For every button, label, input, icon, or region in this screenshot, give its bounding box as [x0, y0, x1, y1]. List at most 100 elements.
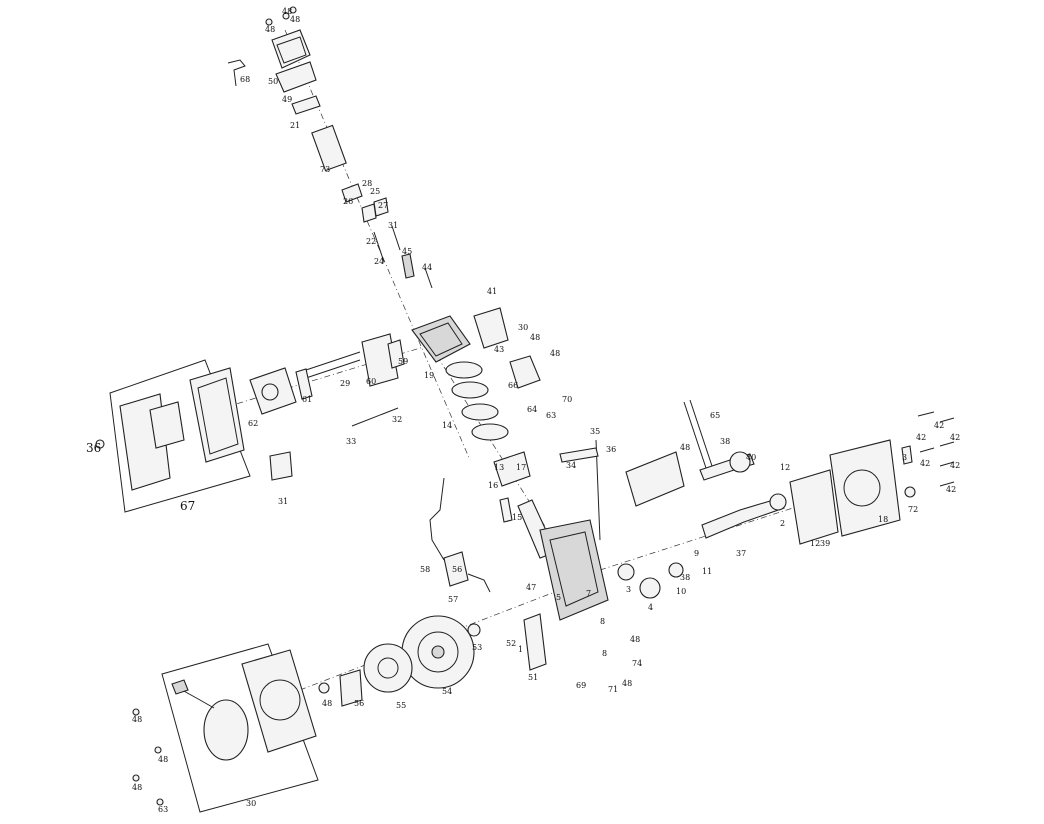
wire-clip	[509, 355, 541, 389]
callout-label: 64	[527, 405, 537, 414]
recoil-housing	[241, 649, 317, 753]
stud-bolt	[424, 267, 433, 289]
long-stud-2	[299, 359, 361, 381]
governor-plate	[625, 451, 685, 507]
air-filter-outline	[109, 359, 251, 513]
rocker-arm-set	[311, 124, 347, 172]
callout-label: 42	[920, 459, 930, 468]
callout-label: 21	[290, 121, 300, 130]
callout-label: 48	[622, 679, 632, 688]
piston-ring-1	[445, 361, 483, 379]
starter-pulley	[339, 669, 363, 707]
cover-bolts	[904, 411, 955, 498]
callout-label: 13	[494, 463, 504, 472]
governor-gear	[639, 577, 661, 599]
callout-label: 57	[448, 595, 458, 604]
callout-label: 28	[362, 179, 372, 188]
bolt-top-1	[265, 18, 273, 26]
callout-label: 33	[346, 437, 356, 446]
ignition-coil	[443, 551, 469, 587]
callout-label: 45	[402, 247, 412, 256]
callout-label: 17	[516, 463, 526, 472]
assembly-axes	[199, 29, 881, 691]
callout-label: 12	[780, 463, 790, 472]
breather-tube	[227, 59, 246, 87]
piston-ring-3	[461, 403, 499, 421]
callout-label: 8	[602, 649, 607, 658]
callout-label: 22	[366, 237, 376, 246]
callout-label: 58	[420, 565, 430, 574]
callout-label: 31	[388, 221, 398, 230]
screw-1	[132, 708, 140, 716]
insulator	[387, 339, 405, 369]
callout-label: 49	[282, 95, 292, 104]
callout-labels: 48 48 48 50 49 68 21 73 26 28 25 27 31 2…	[86, 7, 960, 814]
callout-label: 10	[676, 587, 686, 596]
callout-label: 62	[248, 419, 258, 428]
cooling-fan	[363, 643, 413, 693]
rocker-bracket	[341, 183, 363, 203]
cover-gasket	[789, 469, 839, 545]
recoil-handle	[171, 679, 189, 695]
cam-gear	[729, 451, 751, 473]
recoil-cover	[203, 699, 249, 761]
oil-seal-left	[617, 563, 635, 581]
air-filter-assembly	[95, 359, 251, 513]
callout-label: 18	[878, 515, 888, 524]
callout-label: 63	[158, 805, 168, 814]
callout-label: 59	[398, 357, 408, 366]
callout-label: 19	[424, 371, 434, 380]
callout-label: 30	[518, 323, 528, 332]
callout-label: 53	[472, 643, 482, 652]
callout-label: 60	[366, 377, 376, 386]
callout-label: 63	[546, 411, 556, 420]
callout-label: 32	[392, 415, 402, 424]
push-rod-1	[689, 399, 713, 467]
stop-wire	[467, 573, 491, 593]
callout-label: 48	[265, 25, 275, 34]
air-filter-element	[149, 401, 185, 449]
callout-label: 61	[302, 395, 312, 404]
piston	[493, 451, 531, 487]
ignition-wire	[429, 477, 445, 561]
recoil-rope	[181, 689, 215, 709]
callout-label: 42	[950, 461, 960, 470]
callout-label: 72	[908, 505, 918, 514]
breather-plate	[291, 95, 321, 115]
callout-label: 48	[282, 7, 292, 16]
valve-spring-1	[361, 203, 377, 223]
callout-label: 37	[736, 549, 746, 558]
callout-label: 68	[240, 75, 250, 84]
head-gasket	[473, 307, 509, 349]
air-filter-case	[189, 367, 245, 463]
callout-label: 42	[946, 485, 956, 494]
spark-plug	[401, 253, 415, 279]
callout-label: 48	[630, 635, 640, 644]
callout-label: 36	[606, 445, 616, 454]
callout-label: 30	[246, 799, 256, 808]
carburetor-gasket	[295, 368, 313, 400]
callout-label: 35	[590, 427, 600, 436]
callout-label: 54	[442, 687, 452, 696]
callout-label: 51	[528, 673, 538, 682]
screw-2	[154, 746, 162, 754]
callout-label: 38	[720, 437, 730, 446]
callout-label: 48	[550, 349, 560, 358]
callout-label: 15	[512, 513, 522, 522]
callout-label: 1	[518, 645, 523, 654]
valve-cover-assembly	[227, 6, 433, 289]
exhaust-valve	[391, 225, 401, 251]
callout-label: 5	[556, 593, 561, 602]
piston-ring-4	[471, 423, 509, 441]
cylinder-head-assembly	[249, 307, 541, 481]
oil-seal-right	[901, 445, 913, 465]
callout-label: 42	[934, 421, 944, 430]
callout-label: 66	[508, 381, 518, 390]
callout-label: 3	[902, 453, 907, 462]
callout-label: 44	[422, 263, 432, 272]
callout-label: 4	[648, 603, 653, 612]
drain-plug	[904, 486, 916, 498]
wing-nut	[95, 439, 105, 449]
callout-label: 34	[566, 461, 576, 470]
